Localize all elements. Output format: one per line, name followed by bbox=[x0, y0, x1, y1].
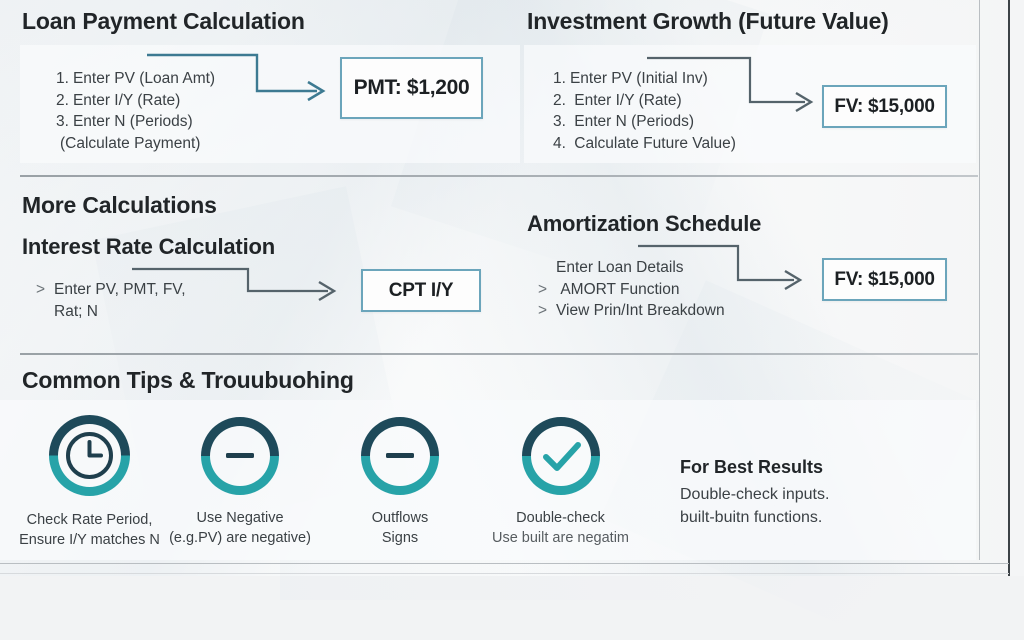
interest-section-title: Interest Rate Calculation bbox=[22, 234, 275, 259]
minus-icon bbox=[196, 412, 284, 500]
step-text: View Prin/Int Breakdown bbox=[556, 302, 725, 319]
tip-caption: Check Rate Period, Ensure I/Y matches N bbox=[12, 510, 167, 550]
step-marker: 2. bbox=[553, 91, 566, 109]
step-text: Enter N (Periods) bbox=[72, 113, 193, 130]
best-results-block: For Best Results Double-check inputs. bu… bbox=[680, 457, 829, 529]
list-item: Rat; N bbox=[36, 301, 186, 323]
list-item: (Calculate Payment) bbox=[56, 133, 215, 155]
step-marker: 4. bbox=[553, 134, 566, 152]
amortization-flow-arrow-icon bbox=[638, 244, 803, 291]
investment-section-title: Investment Growth (Future Value) bbox=[527, 8, 889, 34]
step-text: Enter PV, PMT, FV, bbox=[54, 281, 186, 298]
tip-caption-line1: Outflows bbox=[371, 510, 429, 526]
section-divider bbox=[20, 353, 978, 355]
step-text: Enter I/Y (Rate) bbox=[574, 91, 682, 109]
interest-steps-list: > Enter PV, PMT, FV, Rat; N bbox=[36, 279, 186, 322]
tip-item[interactable]: Check Rate Period, Ensure I/Y matches N bbox=[12, 409, 167, 550]
step-marker: 3. bbox=[553, 113, 566, 130]
tips-section-title: Common Tips & Trouubuohing bbox=[22, 367, 354, 393]
tip-caption-line2: Use built are negatim bbox=[491, 530, 629, 546]
step-text: Enter PV (Loan Amt) bbox=[72, 70, 216, 87]
tip-caption: Outflows Signs bbox=[320, 508, 480, 548]
list-item: > View Prin/Int Breakdown bbox=[538, 300, 725, 322]
amortization-steps-list: Enter Loan Details > AMORT Function > Vie… bbox=[538, 257, 725, 322]
tip-caption-line2: (e.g.PV) are negative) bbox=[169, 530, 311, 546]
list-item: 1.Enter PV (Initial Inv) bbox=[553, 68, 736, 90]
clock-icon bbox=[43, 409, 136, 502]
tips-panel-background bbox=[0, 400, 976, 560]
list-item: 3. Enter N (Periods) bbox=[553, 111, 736, 133]
tip-item[interactable]: Use Negative (e.g.PV) are negative) bbox=[160, 412, 320, 548]
step-marker: > bbox=[538, 280, 548, 298]
loan-flow-arrow-icon bbox=[147, 53, 326, 102]
list-item: 4. Calculate Future Value) bbox=[553, 133, 736, 155]
step-text: AMORT Function bbox=[560, 280, 680, 298]
more-calculations-title: More Calculations bbox=[22, 192, 217, 218]
list-item: Enter Loan Details bbox=[538, 257, 725, 279]
step-marker: 3. bbox=[56, 113, 69, 130]
step-text: Rat; N bbox=[54, 302, 98, 320]
check-icon bbox=[517, 412, 605, 500]
frame-line-bottom bbox=[0, 563, 1009, 564]
tip-caption-line1: Double-check bbox=[516, 510, 605, 526]
step-text: Enter N (Periods) bbox=[574, 113, 694, 130]
tip-caption: Use Negative (e.g.PV) are negative) bbox=[160, 508, 320, 548]
tip-caption-line1: Check Rate Period, bbox=[26, 512, 153, 528]
amortization-result-box[interactable]: FV: $15,000 bbox=[822, 258, 947, 301]
investment-steps-list: 1.Enter PV (Initial Inv) 2. Enter I/Y (R… bbox=[553, 68, 736, 154]
section-divider bbox=[20, 175, 978, 177]
step-marker: 1. bbox=[553, 70, 566, 87]
best-results-line: built-buitn functions. bbox=[680, 509, 823, 526]
step-marker: > bbox=[36, 281, 46, 298]
step-text: Calculate Future Value) bbox=[574, 134, 736, 152]
best-results-heading: For Best Results bbox=[680, 457, 824, 477]
list-item: 2.Enter I/Y (Rate) bbox=[56, 90, 215, 112]
best-results-line: Double-check inputs. bbox=[680, 486, 830, 503]
step-text: (Calculate Payment) bbox=[60, 134, 201, 152]
frame-line-vertical-outer bbox=[1008, 0, 1010, 576]
loan-steps-list: 1.Enter PV (Loan Amt) 2.Enter I/Y (Rate)… bbox=[56, 68, 215, 154]
tip-item[interactable]: Double-check Use built are negatim bbox=[478, 412, 643, 548]
loan-result-box[interactable]: PMT: $1,200 bbox=[340, 57, 483, 119]
loan-section-title: Loan Payment Calculation bbox=[22, 8, 305, 34]
list-item: 1.Enter PV (Loan Amt) bbox=[56, 68, 215, 90]
step-text: Enter Loan Details bbox=[556, 259, 684, 276]
list-item: 3.Enter N (Periods) bbox=[56, 111, 215, 133]
step-text: Enter PV (Initial Inv) bbox=[569, 70, 708, 87]
list-item: 2. Enter I/Y (Rate) bbox=[553, 90, 736, 112]
frame-line-bottom-outer bbox=[0, 573, 1009, 574]
list-item: > AMORT Function bbox=[538, 279, 725, 301]
tip-caption-line2: Ensure I/Y matches N bbox=[19, 532, 160, 548]
list-item: > Enter PV, PMT, FV, bbox=[36, 279, 186, 301]
minus-icon bbox=[356, 412, 444, 500]
step-marker: > bbox=[538, 302, 548, 319]
frame-line-vertical bbox=[979, 0, 980, 560]
step-marker: 1. bbox=[56, 70, 69, 87]
tip-caption-line2: Signs bbox=[381, 530, 419, 546]
tip-caption-line1: Use Negative bbox=[196, 510, 284, 526]
investment-flow-arrow-icon bbox=[647, 56, 814, 113]
tip-item[interactable]: Outflows Signs bbox=[320, 412, 480, 548]
investment-result-box[interactable]: FV: $15,000 bbox=[822, 85, 947, 128]
tip-caption: Double-check Use built are negatim bbox=[478, 508, 643, 548]
step-text: Enter I/Y (Rate) bbox=[72, 91, 181, 109]
interest-flow-arrow-icon bbox=[132, 267, 337, 302]
step-marker: 2. bbox=[56, 91, 69, 109]
amortization-section-title: Amortization Schedule bbox=[527, 211, 762, 236]
interest-result-box[interactable]: CPT I/Y bbox=[361, 269, 481, 312]
